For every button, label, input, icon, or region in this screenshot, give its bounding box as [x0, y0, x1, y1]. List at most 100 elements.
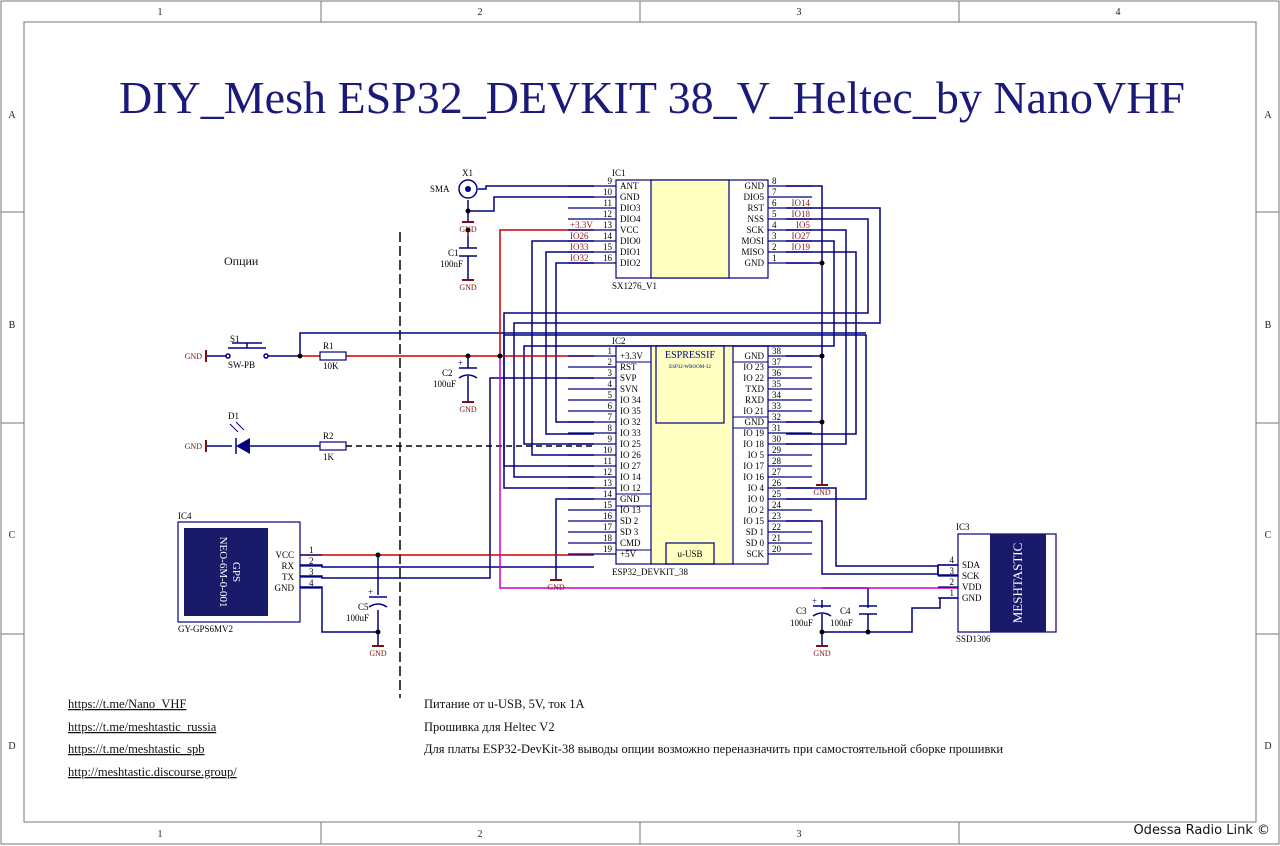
pin-number: 12 [603, 467, 612, 477]
pin-name: IO 34 [620, 395, 641, 405]
s1-ref: S1 [230, 334, 240, 344]
pin-name: IO 14 [620, 472, 641, 482]
pin-number: 2 [309, 556, 314, 566]
pin-name: RX [281, 561, 294, 571]
pin-name: IO 13 [620, 505, 641, 515]
pin-name: GND [745, 351, 765, 361]
pin-name: IO 21 [743, 406, 764, 416]
pin-name: SCK [962, 571, 980, 581]
frame-col-1-bottom: 1 [158, 829, 163, 840]
frame-row-c-left: C [9, 530, 16, 541]
frame-col-3-bottom: 3 [797, 829, 802, 840]
c2-ref: C2 [442, 368, 453, 378]
pin-number: 2 [772, 242, 777, 252]
ic2-part: ESP32_DEVKIT_38 [612, 567, 688, 577]
r1-resistor [319, 351, 347, 361]
ground-symbol: GND [813, 645, 831, 658]
pin-number: 4 [309, 578, 314, 588]
pin-name: NSS [747, 214, 764, 224]
pin-name: DIO1 [620, 247, 641, 257]
pin-name: MISO [741, 247, 764, 257]
pin-number: 9 [608, 434, 613, 444]
ic3-brand: MESHTASTIC [1010, 543, 1025, 624]
pin-number: 21 [772, 533, 781, 543]
ground-label: GND [813, 649, 831, 658]
pin-name: RST [620, 362, 637, 372]
pin-number: 5 [608, 390, 613, 400]
r1-ref: R1 [323, 341, 334, 351]
net-label: IO26 [570, 231, 589, 241]
c3-value: 100uF [790, 618, 813, 628]
copyright: Odessa Radio Link © [1133, 823, 1270, 838]
ic1-part: SX1276_V1 [612, 281, 657, 291]
link-meshtastic-spb[interactable]: https://t.me/meshtastic_spb [68, 742, 204, 756]
capacitor-polarity: +++ [368, 358, 817, 606]
pin-name: TX [282, 572, 294, 582]
pin-number: 14 [603, 489, 613, 499]
pin-name: IO 4 [748, 483, 765, 493]
pin-number: 6 [608, 401, 613, 411]
pin-name: GND [275, 583, 295, 593]
net-label: IO18 [792, 209, 811, 219]
pin-name: SCK [746, 549, 764, 559]
frame-col-1-top: 1 [158, 7, 163, 18]
vdd-wire [499, 356, 958, 589]
s1-value: SW-PB [228, 360, 255, 370]
link-meshtastic-discourse[interactable]: http://meshtastic.discourse.group/ [68, 765, 237, 779]
pin-number: 11 [603, 198, 612, 208]
junctions [297, 208, 871, 635]
net-label: IO19 [792, 242, 811, 252]
frame-row-b-right: B [1265, 320, 1272, 331]
pin-number: 8 [772, 176, 777, 186]
ground-symbol: GND [369, 645, 387, 658]
ic4-part: GY-GPS6MV2 [178, 624, 233, 634]
pin-number: 10 [603, 445, 613, 455]
pin-name: IO 18 [743, 439, 764, 449]
ic2-brand: ESPRESSIF [665, 350, 715, 361]
pin-name: DIO3 [620, 203, 641, 213]
pin-number: 26 [772, 478, 782, 488]
frame-row-c-right: C [1265, 530, 1272, 541]
ground-label: GND [185, 442, 203, 451]
pin-number: 2 [608, 357, 613, 367]
pin-name: GND [745, 258, 765, 268]
ic3-part: SSD1306 [956, 634, 991, 644]
frame-row-b-left: B [9, 320, 16, 331]
pin-name: GND [745, 181, 765, 191]
pin-number: 31 [772, 423, 781, 433]
pin-name: IO 22 [743, 373, 764, 383]
pin-name: IO 33 [620, 428, 641, 438]
pin-number: 3 [608, 368, 613, 378]
pin-number: 13 [603, 478, 613, 488]
c2-value: 100uF [433, 379, 456, 389]
ic2-esp32: IC2 ESPRESSIF ESP32-WROOM-32 u-USB ESP32… [568, 336, 812, 577]
net-label: IO27 [792, 231, 811, 241]
pin-number: 38 [772, 346, 782, 356]
ground-symbol: GND [459, 221, 477, 234]
pin-number: 33 [772, 401, 782, 411]
pin-name: IO 0 [748, 494, 765, 504]
svg-text:+: + [368, 587, 373, 597]
pin-name: IO 12 [620, 483, 641, 493]
frame-row-a-right: A [1264, 110, 1272, 121]
pin-number: 3 [309, 567, 314, 577]
c5-value: 100uF [346, 613, 369, 623]
pin-number: 1 [608, 346, 613, 356]
pin-number: 37 [772, 357, 782, 367]
pin-name: SVN [620, 384, 639, 394]
pin-number: 35 [772, 379, 782, 389]
frame-row-a-left: A [8, 110, 16, 121]
pin-number: 20 [772, 544, 782, 554]
link-nano-vhf[interactable]: https://t.me/Nano_VHF [68, 697, 186, 711]
pin-name: IO 16 [743, 472, 764, 482]
note-power: Питание от u-USB, 5V, ток 1A [424, 697, 585, 711]
capacitors [368, 247, 877, 617]
c4-ref: C4 [840, 606, 851, 616]
link-meshtastic-russia[interactable]: https://t.me/meshtastic_russia [68, 720, 217, 734]
pin-number: 3 [772, 231, 777, 241]
c1-ref: C1 [448, 248, 459, 258]
pin-number: 30 [772, 434, 782, 444]
pin-name: SD 3 [620, 527, 639, 537]
